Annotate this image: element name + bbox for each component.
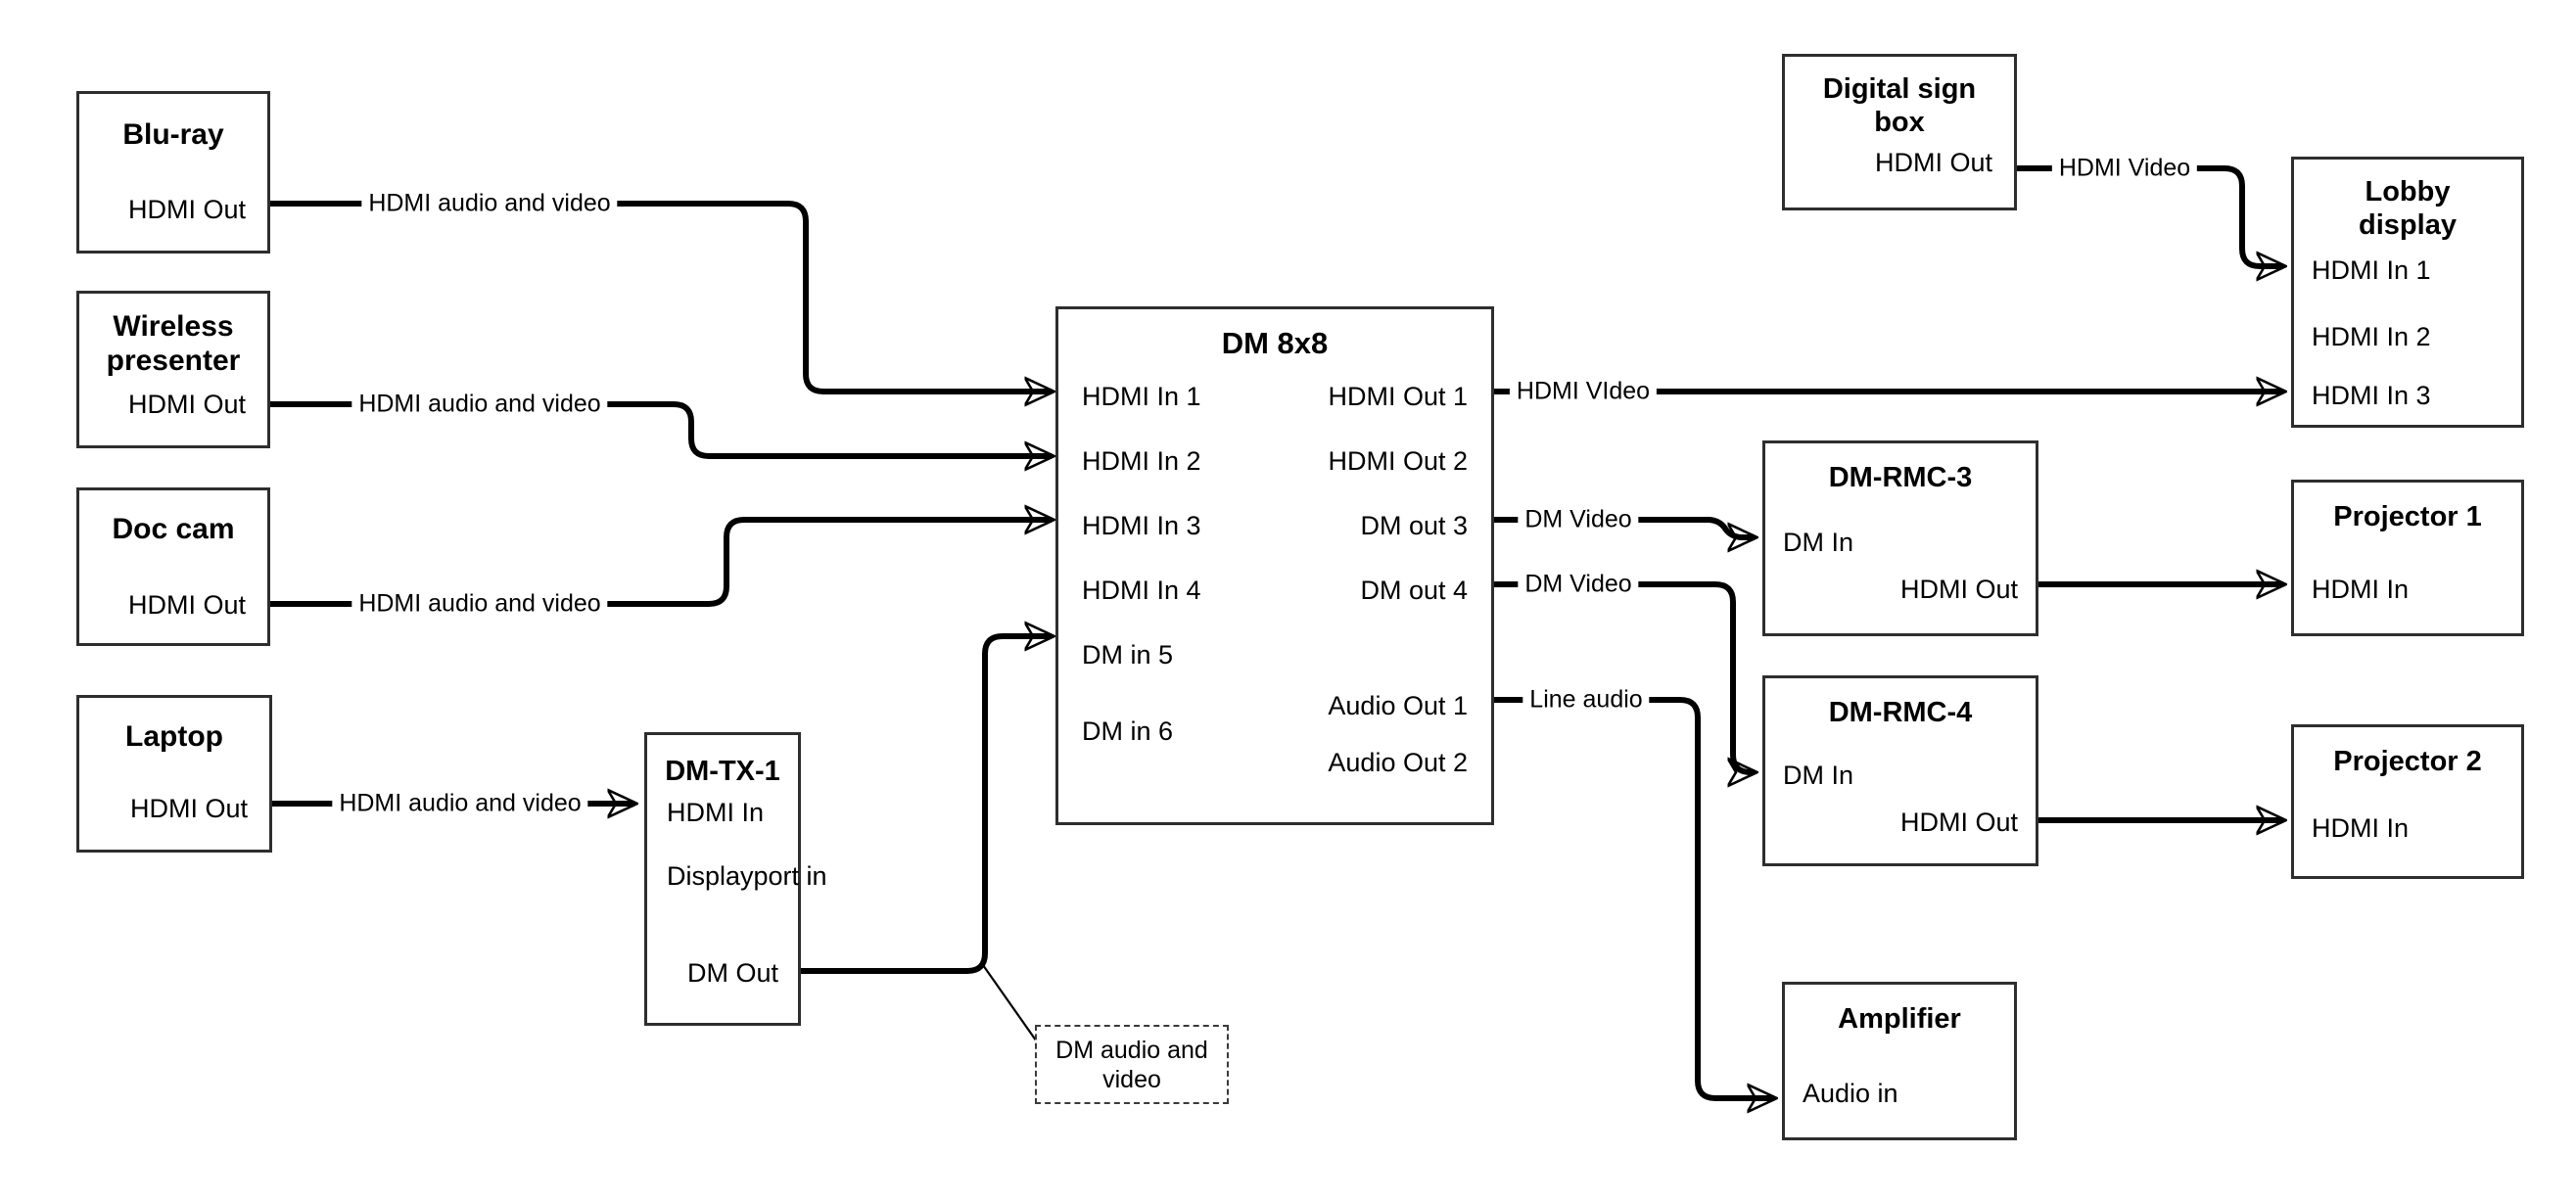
node-wireless-presenter-title: Wireless presenter: [106, 310, 241, 378]
wire-dm-audioout1-to-amplifier: [1494, 697, 1774, 1098]
edge-label-dm-audioout1-amp: Line audio: [1522, 687, 1650, 713]
node-dm-tx-1-title: DM-TX-1: [665, 756, 780, 787]
node-bluray-title: Blu-ray: [122, 118, 224, 151]
node-laptop-title: Laptop: [125, 720, 223, 753]
node-projector-1[interactable]: Projector 1 HDMI In: [2291, 480, 2524, 636]
node-projector-2-title: Projector 2: [2333, 746, 2482, 777]
wire-doccam-to-dm-in3: [270, 520, 1052, 607]
edge-label-digitalsign-lobby: HDMI Video: [2051, 156, 2198, 181]
edge-label-wireless-to-dm: HDMI audio and video: [351, 392, 608, 417]
node-laptop[interactable]: Laptop HDMI Out: [76, 695, 272, 853]
node-doc-cam[interactable]: Doc cam HDMI Out: [76, 487, 270, 646]
callout-dm-audio-and-video: DM audio and video: [1035, 1025, 1229, 1104]
node-dm-8x8-title: DM 8x8: [1221, 326, 1329, 360]
node-dm-rmc-4-title: DM-RMC-4: [1828, 697, 1973, 728]
edge-label-laptop-to-dmtx1: HDMI audio and video: [332, 791, 588, 816]
node-dm-tx-1-port-hdmi-in[interactable]: HDMI In: [667, 798, 765, 827]
edge-label-doccam-to-dm: HDMI audio and video: [351, 591, 608, 617]
node-dm-rmc-4-port-hdmi-out[interactable]: HDMI Out: [1899, 808, 2018, 837]
node-lobby-display-port-hdmi-in-2[interactable]: HDMI In 2: [2312, 322, 2431, 351]
node-wireless-presenter-port-hdmi-out[interactable]: HDMI Out: [127, 390, 246, 419]
edge-label-bluray-to-dm: HDMI audio and video: [361, 191, 618, 216]
node-amplifier[interactable]: Amplifier Audio in: [1782, 982, 2017, 1140]
edge-label-dm-hdmiout1-lobby: HDMI VIdeo: [1509, 379, 1658, 404]
node-dm-tx-1-port-displayport-in[interactable]: Displayport in: [667, 861, 827, 891]
node-dm-8x8-input-dm-in-5[interactable]: DM in 5: [1082, 640, 1174, 670]
node-amplifier-port-audio-in[interactable]: Audio in: [1803, 1079, 1898, 1108]
node-projector-2-port-hdmi-in[interactable]: HDMI In: [2312, 813, 2410, 843]
node-dm-rmc-3[interactable]: DM-RMC-3 DM In HDMI Out: [1762, 440, 2038, 636]
node-projector-2[interactable]: Projector 2 HDMI In: [2291, 724, 2524, 879]
node-lobby-display[interactable]: Lobby display HDMI In 1 HDMI In 2 HDMI I…: [2291, 157, 2524, 428]
node-dm-8x8-output-audio-out-2[interactable]: Audio Out 2: [1328, 748, 1468, 777]
node-dm-rmc-4-port-dm-in[interactable]: DM In: [1783, 761, 1854, 790]
node-dm-rmc-3-title: DM-RMC-3: [1828, 462, 1973, 493]
node-bluray[interactable]: Blu-ray HDMI Out: [76, 91, 270, 254]
node-dm-tx-1-port-dm-out[interactable]: DM Out: [686, 958, 778, 988]
node-projector-1-title: Projector 1: [2333, 501, 2482, 532]
node-dm-8x8-output-hdmi-out-2[interactable]: HDMI Out 2: [1328, 446, 1468, 476]
node-dm-8x8-output-dm-out-3[interactable]: DM out 3: [1360, 511, 1468, 540]
node-lobby-display-title: Lobby display: [2359, 176, 2457, 242]
node-bluray-port-hdmi-out[interactable]: HDMI Out: [127, 195, 246, 224]
wire-wireless-to-dm-in2: [270, 401, 1052, 456]
edge-label-dm-dmout4-rmc4: DM Video: [1518, 572, 1639, 597]
node-dm-rmc-4[interactable]: DM-RMC-4 DM In HDMI Out: [1762, 675, 2038, 866]
wire-digitalsign-to-lobby-in1: [2017, 165, 2283, 266]
edge-label-dm-dmout3-rmc3: DM Video: [1518, 507, 1639, 532]
wire-bluray-to-dm-in1: [270, 201, 1052, 392]
wire-dmtx1-to-dm-in5: [801, 636, 1052, 974]
node-dm-8x8-input-hdmi-in-1[interactable]: HDMI In 1: [1082, 382, 1201, 411]
node-wireless-presenter[interactable]: Wireless presenter HDMI Out: [76, 291, 270, 448]
callout-leader-line: [982, 964, 1042, 1048]
node-laptop-port-hdmi-out[interactable]: HDMI Out: [129, 794, 248, 823]
callout-text: DM audio and video: [1055, 1036, 1208, 1093]
node-doc-cam-port-hdmi-out[interactable]: HDMI Out: [127, 590, 246, 620]
node-projector-1-port-hdmi-in[interactable]: HDMI In: [2312, 575, 2410, 604]
wire-dm-dmout4-to-rmc4: [1494, 581, 1755, 772]
node-lobby-display-port-hdmi-in-3[interactable]: HDMI In 3: [2312, 381, 2431, 410]
node-doc-cam-title: Doc cam: [112, 513, 235, 545]
node-digital-sign-box-port-hdmi-out[interactable]: HDMI Out: [1874, 148, 1992, 177]
node-dm-8x8-input-dm-in-6[interactable]: DM in 6: [1082, 716, 1174, 746]
node-dm-8x8-output-hdmi-out-1[interactable]: HDMI Out 1: [1328, 382, 1468, 411]
node-dm-8x8-output-audio-out-1[interactable]: Audio Out 1: [1328, 691, 1468, 720]
node-dm-tx-1[interactable]: DM-TX-1 HDMI In Displayport in DM Out: [644, 732, 827, 1026]
node-dm-rmc-3-port-dm-in[interactable]: DM In: [1783, 528, 1854, 557]
node-dm-8x8-output-dm-out-4[interactable]: DM out 4: [1360, 576, 1468, 605]
node-amplifier-title: Amplifier: [1838, 1003, 1961, 1035]
wire-dm-dmout3-to-rmc3: [1494, 517, 1755, 537]
node-dm-8x8-input-hdmi-in-4[interactable]: HDMI In 4: [1082, 576, 1201, 605]
node-digital-sign-box-title: Digital sign box: [1822, 73, 1977, 139]
node-dm-8x8-input-hdmi-in-3[interactable]: HDMI In 3: [1082, 511, 1201, 540]
node-digital-sign-box[interactable]: Digital sign box HDMI Out: [1782, 54, 2017, 210]
node-dm-rmc-3-port-hdmi-out[interactable]: HDMI Out: [1899, 575, 2018, 604]
node-dm-8x8[interactable]: DM 8x8 HDMI In 1 HDMI In 2 HDMI In 3 HDM…: [1055, 306, 1494, 825]
node-dm-8x8-input-hdmi-in-2[interactable]: HDMI In 2: [1082, 446, 1201, 476]
node-lobby-display-port-hdmi-in-1[interactable]: HDMI In 1: [2312, 255, 2431, 285]
